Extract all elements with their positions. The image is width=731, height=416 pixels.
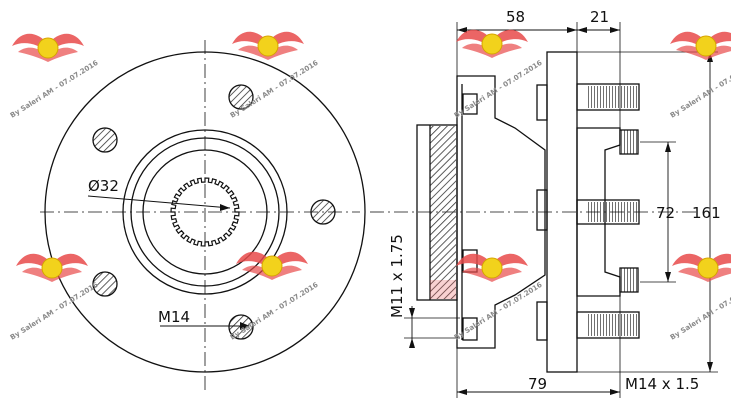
svg-text:By Saleri AM - 07.07.2016: By Saleri AM - 07.07.2016 xyxy=(453,281,544,342)
dim-21-label: 21 xyxy=(590,8,609,26)
dim-58-label: 58 xyxy=(506,8,525,26)
svg-text:By Saleri AM - 07.07.2016: By Saleri AM - 07.07.2016 xyxy=(9,281,100,342)
dim-79-label: 79 xyxy=(528,375,547,393)
svg-text:By Saleri AM - 07.07.2016: By Saleri AM - 07.07.2016 xyxy=(669,59,731,120)
wheel-studs xyxy=(576,83,640,339)
axle-thread-label: M11 x 1.75 xyxy=(388,234,406,318)
stud-hole xyxy=(92,271,118,297)
watermark-logos xyxy=(11,29,731,283)
flange-lug xyxy=(462,317,478,341)
dim-72-label: 72 xyxy=(656,204,675,222)
svg-text:By Saleri AM - 07.07.2016: By Saleri AM - 07.07.2016 xyxy=(229,281,320,342)
stud-thread-label: M14 xyxy=(158,308,190,326)
stud-hole xyxy=(228,84,254,110)
side-section-view xyxy=(370,22,718,398)
stud-thread-spec-label: M14 x 1.5 xyxy=(625,375,699,393)
spline-diameter-leader xyxy=(87,195,231,209)
flange-outline xyxy=(44,51,366,373)
front-view xyxy=(40,40,366,392)
hub-ring-outer xyxy=(122,129,288,295)
hub-ring-middle xyxy=(130,137,280,287)
svg-text:By Saleri AM - 07.07.2016: By Saleri AM - 07.07.2016 xyxy=(669,281,731,342)
svg-text:By Saleri AM - 07.07.2016: By Saleri AM - 07.07.2016 xyxy=(453,59,544,120)
mounting-flange xyxy=(456,75,546,349)
hub-ring-inner xyxy=(142,149,268,275)
stud-hole xyxy=(310,199,336,225)
flange-lug xyxy=(462,93,478,115)
stud-hole xyxy=(92,127,118,153)
dimension-arrows xyxy=(409,27,713,395)
stud-holes xyxy=(92,84,336,340)
svg-text:By Saleri AM - 07.07.2016: By Saleri AM - 07.07.2016 xyxy=(9,59,100,120)
dim-161-label: 161 xyxy=(692,204,721,222)
spline-bore xyxy=(170,177,240,247)
spline-diameter-label: Ø32 xyxy=(88,177,119,195)
